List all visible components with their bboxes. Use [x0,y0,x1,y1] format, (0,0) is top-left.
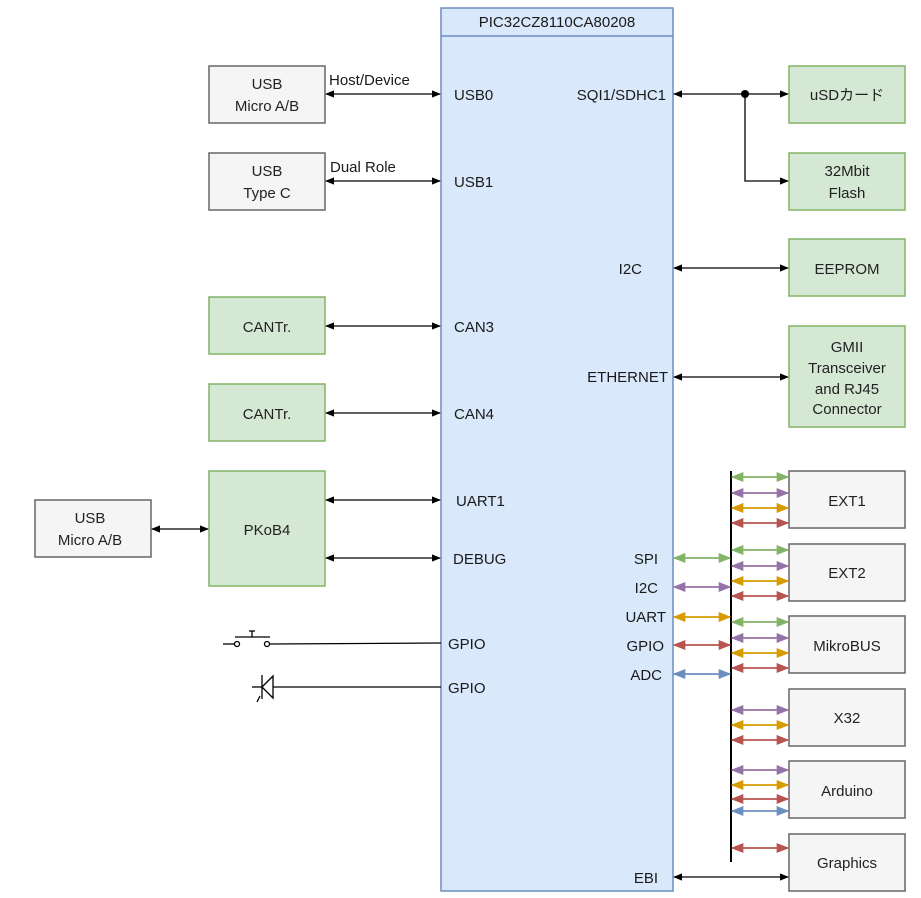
svg-text:Graphics: Graphics [817,855,877,872]
ext1-block: EXT1 [788,470,906,529]
svg-text:GMII: GMII [831,339,864,356]
pin-usb0: USB0 [454,87,493,104]
pin-sqi-sdhc: SQI1/SDHC1 [577,87,666,104]
pin-adc: ADC [630,667,662,684]
pin-debug: DEBUG [453,551,506,568]
chip-bus-links [672,552,732,680]
can-transceiver-2: CANTr. [208,383,326,442]
ext2-block: EXT2 [788,543,906,602]
svg-text:Micro A/B: Micro A/B [235,98,299,115]
host-device-label: Host/Device [329,72,410,89]
junction-dot [741,90,749,98]
pkob-usb-micro-block: USB Micro A/B [34,499,152,558]
eeprom-block: EEPROM [788,238,906,297]
pin-usb1: USB1 [454,174,493,191]
pin-can3: CAN3 [454,319,494,336]
svg-text:X32: X32 [834,710,861,727]
box-bus-links [730,471,790,854]
mikrobus-block: MikroBUS [788,615,906,674]
graphics-block: Graphics [788,833,906,892]
arduino-block: Arduino [788,760,906,819]
mcu-chip: PIC32CZ8110CA80208 USB0 USB1 CAN3 CAN4 U… [440,7,674,892]
chip-body [440,7,674,892]
pin-i2c: I2C [635,580,659,597]
usb-micro-block: USB Micro A/B [208,65,326,124]
svg-text:USB: USB [75,510,106,527]
svg-text:EEPROM: EEPROM [814,261,879,278]
pin-uart1: UART1 [456,493,505,510]
svg-text:Type C: Type C [243,185,291,202]
svg-text:USB: USB [252,76,283,93]
pin-gpio: GPIO [626,638,664,655]
dual-role-label: Dual Role [330,159,396,176]
svg-text:CANTr.: CANTr. [243,406,292,423]
svg-text:USB: USB [252,163,283,180]
led-diode-icon [252,674,441,703]
chip-title: PIC32CZ8110CA80208 [479,14,636,31]
pin-uart: UART [625,609,666,626]
usb-typec-block: USB Type C [208,152,326,211]
pin-ebi: EBI [634,870,658,887]
svg-text:MikroBUS: MikroBUS [813,638,881,655]
can-transceiver-1: CANTr. [208,296,326,355]
svg-text:uSDカード: uSDカード [810,87,884,104]
usd-card-block: uSDカード [788,65,906,124]
svg-text:Connector: Connector [812,401,881,418]
svg-text:and RJ45: and RJ45 [815,381,879,398]
pin-spi: SPI [634,551,658,568]
svg-text:32Mbit: 32Mbit [824,163,870,180]
pin-can4: CAN4 [454,406,494,423]
pin-i2c-eeprom: I2C [619,261,643,278]
svg-text:Micro A/B: Micro A/B [58,532,122,549]
svg-text:Arduino: Arduino [821,783,873,800]
flash-block: 32Mbit Flash [788,152,906,211]
gmii-transceiver-block: GMII Transceiver and RJ45 Connector [788,325,906,428]
svg-text:CANTr.: CANTr. [243,319,292,336]
push-button-switch-icon [223,630,442,648]
svg-text:Flash: Flash [829,185,866,202]
pin-gpio-led: GPIO [448,680,486,697]
svg-text:PKoB4: PKoB4 [244,522,291,539]
svg-text:EXT1: EXT1 [828,493,866,510]
pin-gpio-button: GPIO [448,636,486,653]
pkob4-debugger: PKoB4 [208,470,326,587]
x32-block: X32 [788,688,906,747]
svg-text:EXT2: EXT2 [828,565,866,582]
svg-text:Transceiver: Transceiver [808,360,886,377]
sqi-to-flash-link [744,94,789,185]
pin-ethernet: ETHERNET [587,369,668,386]
